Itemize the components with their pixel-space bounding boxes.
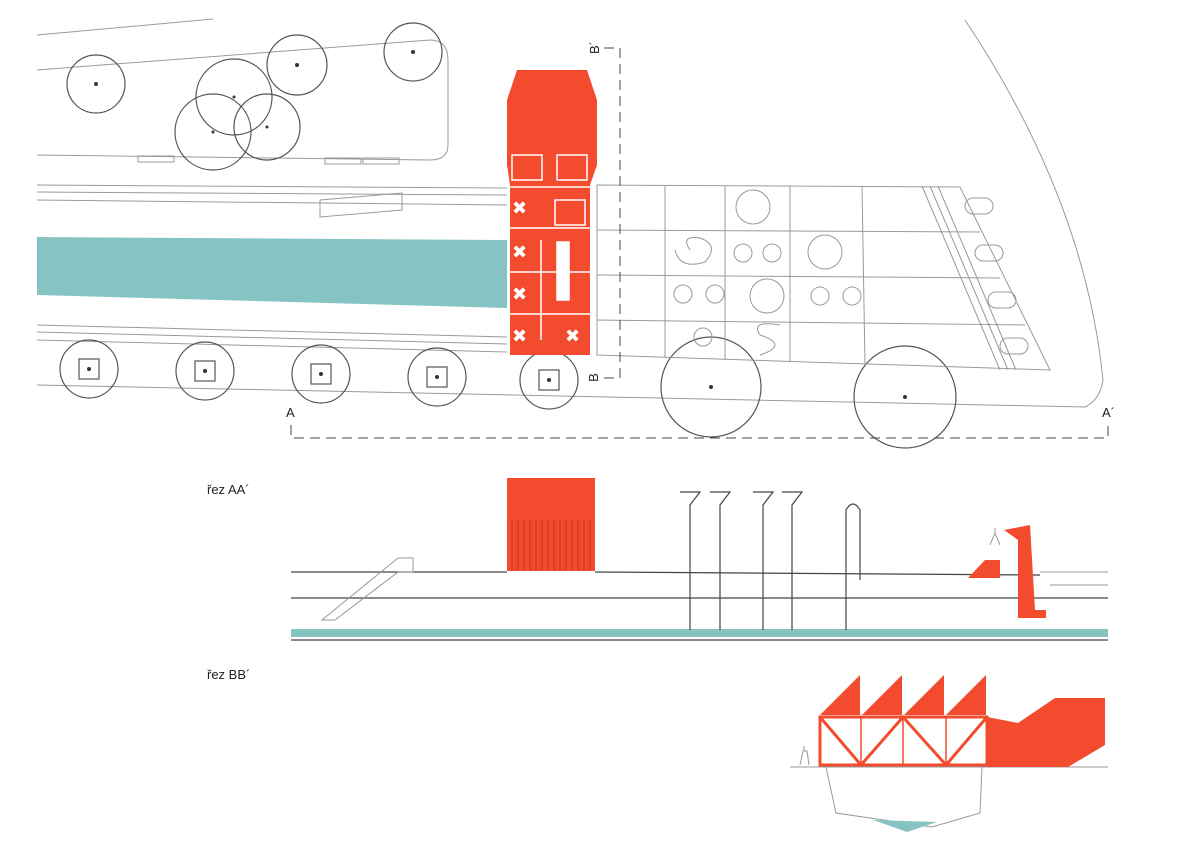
upper-park-outline — [36, 18, 449, 165]
water-canal — [37, 237, 507, 308]
section-line-a — [290, 425, 1109, 439]
section-aa-drawing — [291, 478, 1108, 641]
section-aa-title: řez AA´ — [207, 482, 250, 497]
svg-text:✖: ✖ — [565, 326, 580, 347]
svg-text:✖: ✖ — [512, 326, 527, 347]
trees — [59, 22, 957, 449]
svg-text:✖: ✖ — [512, 198, 527, 219]
pavilion-plan: ✖ ✖ ✖ ✖ ✖ — [507, 70, 597, 355]
promenade-lines — [36, 19, 1104, 408]
svg-text:✖: ✖ — [512, 284, 527, 305]
section-bb-title: řez BB´ — [207, 667, 251, 682]
section-b-top-label: B´ — [587, 41, 602, 54]
svg-text:✖: ✖ — [512, 242, 527, 263]
section-a-right-label: A´ — [1102, 405, 1115, 420]
section-bb-drawing — [790, 675, 1108, 832]
section-a-left-label: A — [286, 405, 295, 420]
section-b-bottom-label: B — [585, 373, 601, 382]
plaza-grid — [596, 184, 1051, 371]
